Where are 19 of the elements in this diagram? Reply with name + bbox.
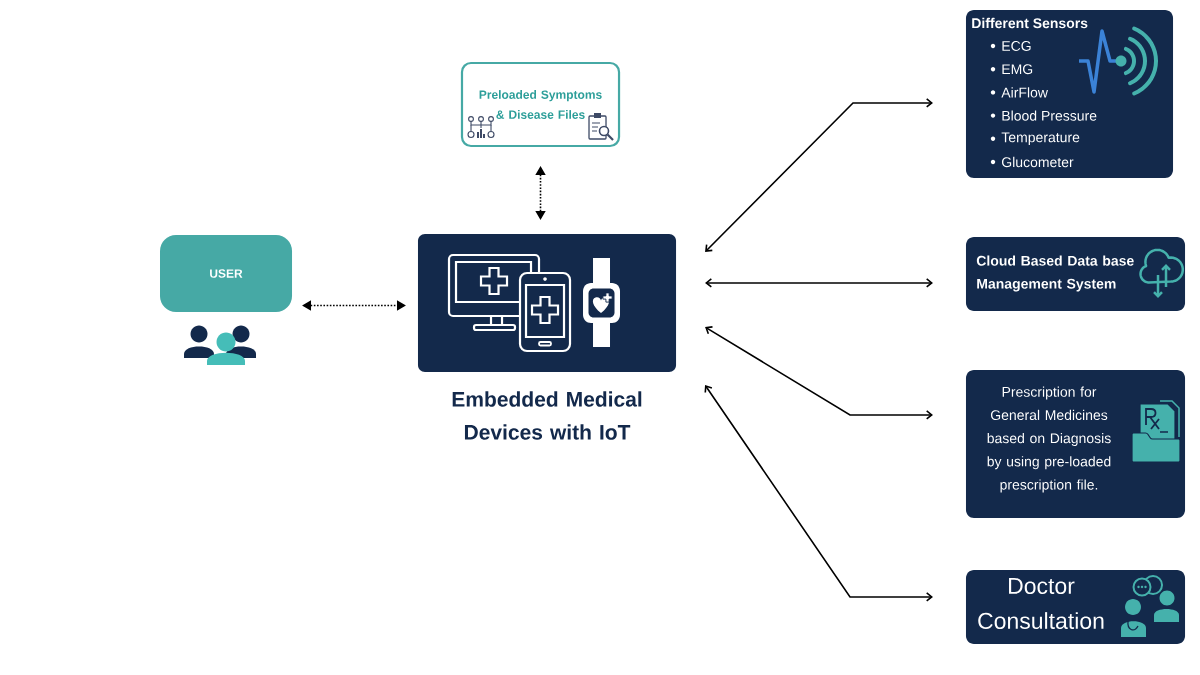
double-arrow [705,98,933,252]
device-caption: Embedded Medical Devices with IoT [452,391,642,440]
user-box: USER [160,235,293,312]
list-item: Glucometer [1002,156,1074,168]
consultation-box: Doctor Consultation [966,570,1186,644]
file-box: Preloaded Symptoms & Disease Files [460,61,621,148]
card-title: Different Sensors [972,17,1088,29]
list-item: Blood Pressure [1002,110,1097,121]
prescription-box: Prescription for General Medicines based on Diagnosis by using pre-loaded prescription file. [966,370,1186,518]
double-arrow [704,385,933,602]
double-arrow [705,326,933,420]
database-box: Cloud Based Data base Management System [966,237,1186,311]
double-arrow [705,278,933,288]
list-item: Temperature [1001,132,1080,146]
list-item: EMG [1002,64,1033,75]
dotted-arrow [302,300,406,311]
list-item: ECG [1002,41,1031,51]
list-item: AirFlow [1001,87,1048,98]
dotted-arrow [535,166,546,220]
